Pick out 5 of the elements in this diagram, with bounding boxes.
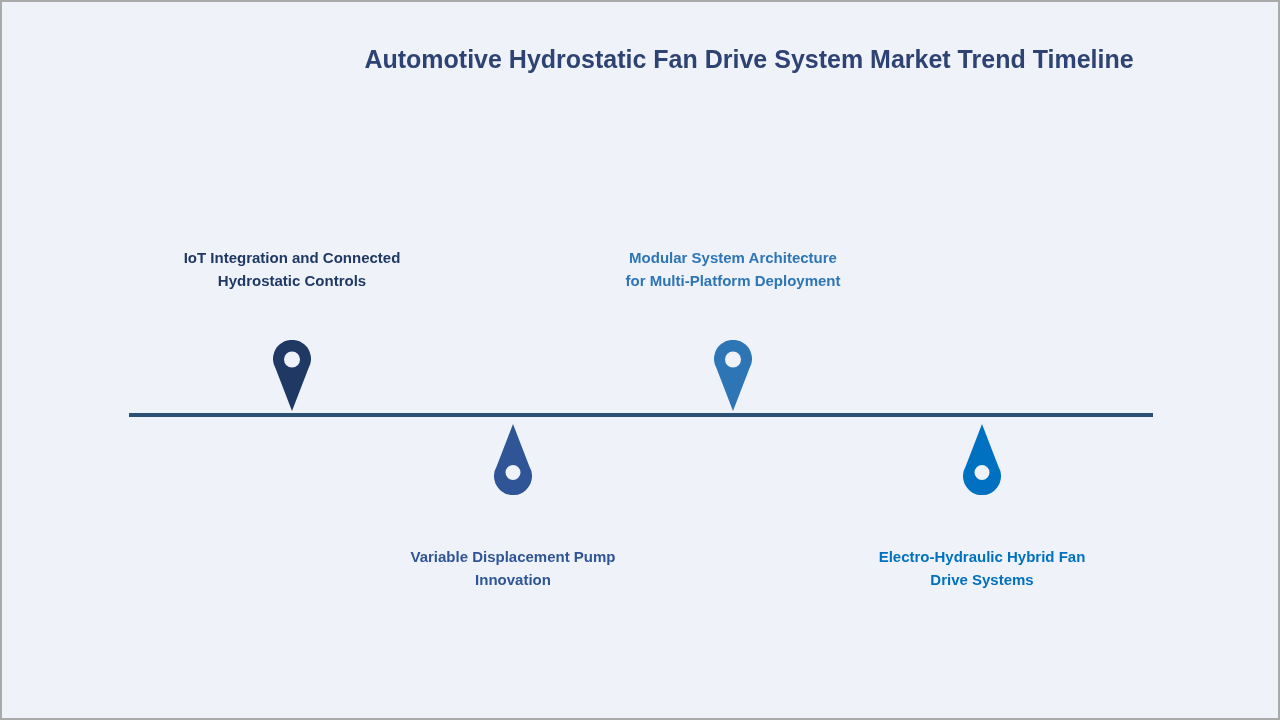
milestone-label: IoT Integration and Connected Hydrostatic Controls [180,246,404,292]
milestone-label: Modular System Architecture for Multi-Platform Deployment [621,246,845,292]
milestone-label: Electro-Hydraulic Hybrid Fan Drive Systems [870,545,1094,591]
title: Automotive Hydrostatic Fan Drive System Market Trend Timeline [364,44,1134,74]
milestone-label: Variable Displacement Pump Innovation [401,545,625,591]
